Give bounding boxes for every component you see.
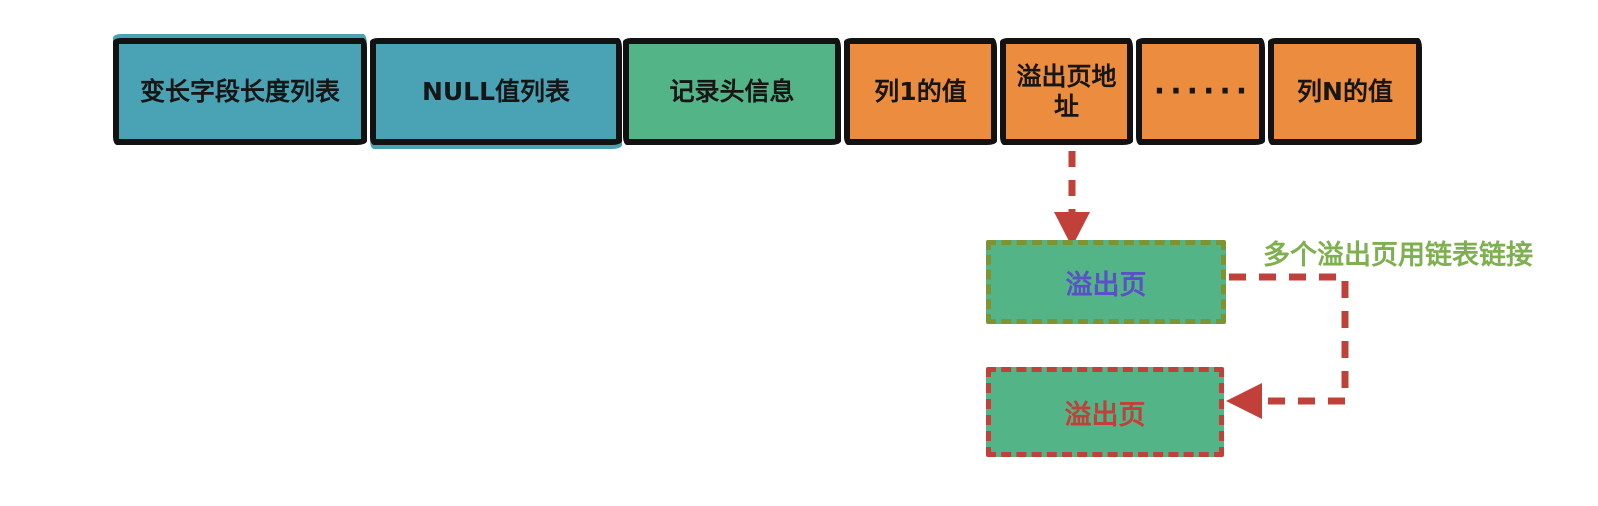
cell-overflow-page-address: 溢出页地址 (1000, 38, 1133, 145)
cell-col1-value: 列1的值 (844, 38, 997, 145)
cell-colN-value: 列N的值 (1268, 38, 1422, 145)
overflow-address-down-arrow (1054, 151, 1090, 247)
cell-null-value-list: NULL值列表 (370, 38, 622, 145)
cell-varlen-field-list: 变长字段长度列表 (113, 38, 367, 145)
cell-ellipsis: ······ (1136, 38, 1265, 145)
overflow-page-box-1: 溢出页 (986, 240, 1226, 324)
overflow-page-1-label: 溢出页 (1065, 269, 1147, 301)
overflow-link-note: 多个溢出页用链表链接 (1263, 240, 1533, 271)
overflow-link-connector (1226, 273, 1349, 419)
cell-record-header-info: 记录头信息 (623, 38, 841, 145)
overflow-page-2-label: 溢出页 (1064, 399, 1146, 431)
overflow-page-box-2: 溢出页 (986, 367, 1224, 457)
